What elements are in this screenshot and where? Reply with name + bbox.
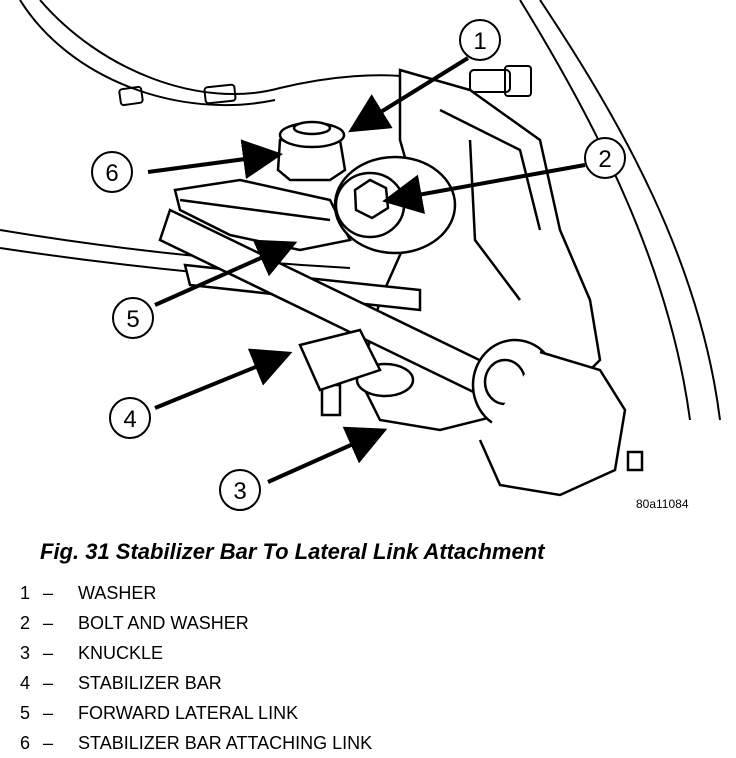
- legend-label: KNUCKLE: [78, 643, 164, 663]
- legend-number: 3: [20, 643, 31, 663]
- sensor-wire: [19, 0, 532, 107]
- svg-text:6: 6: [105, 160, 118, 187]
- callout-3: 3: [219, 469, 261, 511]
- callout-arrows: [147, 56, 586, 484]
- svg-text:4: 4: [123, 406, 136, 433]
- callout-arrow-3: [267, 426, 388, 484]
- legend-item-washer: 1 – WASHER: [20, 578, 372, 608]
- callout-5: 5: [112, 297, 154, 339]
- svg-text:2: 2: [598, 146, 611, 173]
- legend-label: STABILIZER BAR: [78, 673, 222, 693]
- legend-number: 6: [20, 733, 31, 753]
- legend-dash: –: [43, 673, 54, 693]
- callout-4: 4: [109, 397, 151, 439]
- callout-2: 2: [584, 137, 626, 179]
- legend-label: FORWARD LATERAL LINK: [78, 703, 299, 723]
- callout-arrow-6: [147, 139, 283, 180]
- legend-dash: –: [43, 613, 54, 633]
- legend-label: BOLT AND WASHER: [78, 613, 249, 633]
- callout-arrow-2: [382, 163, 586, 215]
- callout-1: 1: [459, 19, 501, 61]
- stabilizer-bar: [158, 208, 502, 417]
- legend-item-stabilizer-bar-attaching-link: 6 – STABILIZER BAR ATTACHING LINK: [20, 728, 372, 758]
- attaching-link: [276, 120, 347, 182]
- svg-text:1: 1: [473, 28, 486, 55]
- parts-legend: 1 – WASHER 2 – BOLT AND WASHER 3 – KNUCK…: [20, 578, 372, 758]
- legend-dash: –: [43, 643, 54, 663]
- legend-dash: –: [43, 583, 54, 603]
- svg-text:3: 3: [233, 478, 246, 505]
- legend-dash: –: [43, 733, 54, 753]
- suspension-illustration: 1 2 3 4 5 6: [0, 0, 721, 511]
- legend-item-stabilizer-bar: 4 – STABILIZER BAR: [20, 668, 372, 698]
- legend-label: STABILIZER BAR ATTACHING LINK: [78, 733, 373, 753]
- legend-label: WASHER: [78, 583, 157, 603]
- bushing: [471, 338, 644, 497]
- callout-arrow-1: [348, 56, 470, 133]
- callout-arrow-4: [154, 348, 293, 410]
- legend-item-knuckle: 3 – KNUCKLE: [20, 638, 372, 668]
- legend-number: 2: [20, 613, 31, 633]
- legend-item-bolt-and-washer: 2 – BOLT AND WASHER: [20, 608, 372, 638]
- legend-item-forward-lateral-link: 5 – FORWARD LATERAL LINK: [20, 698, 372, 728]
- legend-number: 5: [20, 703, 31, 723]
- callout-6: 6: [91, 151, 133, 193]
- svg-text:5: 5: [126, 306, 139, 333]
- figure-reference-code: 80a11084: [636, 497, 689, 511]
- legend-number: 4: [20, 673, 31, 693]
- callout-arrow-5: [154, 239, 298, 307]
- figure-caption: Fig. 31 Stabilizer Bar To Lateral Link A…: [40, 539, 545, 564]
- legend-number: 1: [20, 583, 31, 603]
- bolt-and-washer: [333, 155, 457, 255]
- legend-dash: –: [43, 703, 54, 723]
